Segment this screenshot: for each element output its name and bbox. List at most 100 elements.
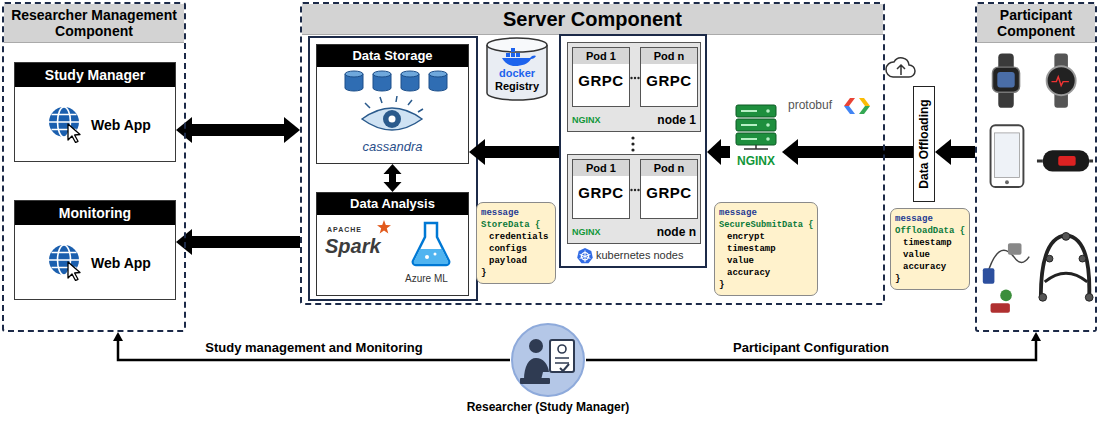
icon-shape xyxy=(413,223,449,265)
icon-shape xyxy=(389,116,396,123)
icon-shape xyxy=(1047,66,1076,95)
box-title: Data Analysis xyxy=(317,193,468,215)
icon-shape xyxy=(1058,156,1075,166)
icon-graphic xyxy=(47,105,85,143)
storage-box: Data Storagecassandra xyxy=(316,44,469,164)
icon-shape xyxy=(766,137,770,141)
icon-shape xyxy=(502,48,536,66)
icon-shape xyxy=(362,96,423,130)
message-field: } xyxy=(719,279,724,291)
icon-shape xyxy=(1085,293,1093,301)
icon-shape xyxy=(1043,150,1089,171)
connector-line xyxy=(950,146,975,158)
arrow-head xyxy=(113,332,123,341)
app-box: Study ManagerWeb App xyxy=(14,62,176,162)
node-icon xyxy=(577,248,593,264)
icon-shape xyxy=(766,109,770,141)
connector-arrow xyxy=(176,117,300,143)
researcher-label: Researcher (Study Manager) xyxy=(456,400,640,414)
message-field: timestamp xyxy=(727,243,776,255)
message-field: value xyxy=(727,255,754,267)
node-label: node n xyxy=(628,225,696,239)
icon-shape xyxy=(859,98,870,106)
connector-arrow xyxy=(469,139,559,165)
icon-shape xyxy=(634,189,636,191)
logo-label: docker xyxy=(484,67,550,80)
icon-graphic xyxy=(317,69,467,139)
message-name: StoreData { xyxy=(481,219,540,231)
icon-shape xyxy=(529,339,543,353)
grpc-label: GRPC xyxy=(573,72,629,89)
icon-shape xyxy=(49,253,79,268)
icon-shape xyxy=(992,67,1019,92)
nginx-label: NGINX xyxy=(572,227,601,237)
icon-shape xyxy=(844,106,855,114)
connector-line xyxy=(586,340,1036,360)
node-label: node 1 xyxy=(628,113,696,127)
connector-arrow xyxy=(586,332,1041,360)
icon-shape xyxy=(502,55,536,66)
icon-shape xyxy=(487,38,547,52)
icon-shape xyxy=(516,53,520,57)
pod-box: Pod 1GRPC xyxy=(572,47,630,107)
icon-graphic xyxy=(977,50,1095,328)
icon-shape xyxy=(425,255,429,259)
icon-shape xyxy=(766,109,770,113)
icon-graphic xyxy=(377,220,391,234)
icon-shape xyxy=(886,58,915,77)
logo-label: Spark xyxy=(325,235,381,258)
icon-shape xyxy=(1000,290,1012,302)
panel-title: Researcher Management Component xyxy=(4,4,184,43)
node-icon xyxy=(47,243,85,281)
icon-shape xyxy=(511,48,515,52)
grpc-label: GRPC xyxy=(641,184,697,201)
logo-label: APACHE xyxy=(327,226,362,234)
connector-arrow xyxy=(176,229,300,255)
connector-arrow xyxy=(384,164,402,192)
icon-shape xyxy=(859,106,870,114)
icon-shape xyxy=(506,53,510,57)
analysis-box: Data AnalysisAPACHESparkAzure ML xyxy=(316,192,469,296)
panel-title: Participant Component xyxy=(977,4,1095,43)
icon-shape xyxy=(983,268,995,283)
message-field: accuracy xyxy=(903,261,946,273)
pod-box: Pod nGRPC xyxy=(640,47,698,107)
message-field: encrypt xyxy=(727,231,765,243)
message-field: value xyxy=(903,249,930,261)
message-box: messageOffloadData {timestampvalueaccura… xyxy=(890,208,970,290)
arrow-head xyxy=(707,139,721,165)
arrow-head xyxy=(384,164,402,174)
icon-shape xyxy=(994,133,1019,177)
grpc-label: GRPC xyxy=(573,184,629,201)
panel-title: Server Component xyxy=(302,4,883,35)
icon-shape xyxy=(998,54,1013,108)
logo-label: Azure ML xyxy=(405,273,448,284)
component-panel: Researcher Management ComponentStudy Man… xyxy=(2,2,186,332)
registry-cylinder: dockerRegistry xyxy=(484,36,550,102)
connector-arrow xyxy=(707,139,730,165)
connector-label: Study management and Monitoring xyxy=(202,340,425,355)
icon-graphic xyxy=(510,322,586,398)
icon-shape xyxy=(1008,243,1022,255)
node-icon xyxy=(377,220,391,234)
icon-shape xyxy=(555,358,569,363)
arrow-head xyxy=(469,139,485,165)
icon-shape xyxy=(1062,233,1070,241)
icon-shape xyxy=(631,148,634,151)
icon-shape xyxy=(631,142,634,145)
icon-graphic xyxy=(627,136,639,152)
box-title: Monitoring xyxy=(15,201,175,225)
connector-line xyxy=(720,146,730,158)
icon-shape xyxy=(1039,233,1093,302)
icon-shape xyxy=(429,71,447,77)
message-field: } xyxy=(481,267,486,279)
icon-shape xyxy=(49,115,79,130)
icon-shape xyxy=(634,77,636,79)
icon-shape xyxy=(434,253,437,256)
icon-graphic xyxy=(47,243,85,281)
icon-shape xyxy=(897,65,905,75)
connector-line xyxy=(191,124,285,136)
grpc-label: GRPC xyxy=(641,72,697,89)
arrow-head xyxy=(176,229,192,255)
researcher-circle: Researcher (Study Manager) xyxy=(510,322,586,398)
